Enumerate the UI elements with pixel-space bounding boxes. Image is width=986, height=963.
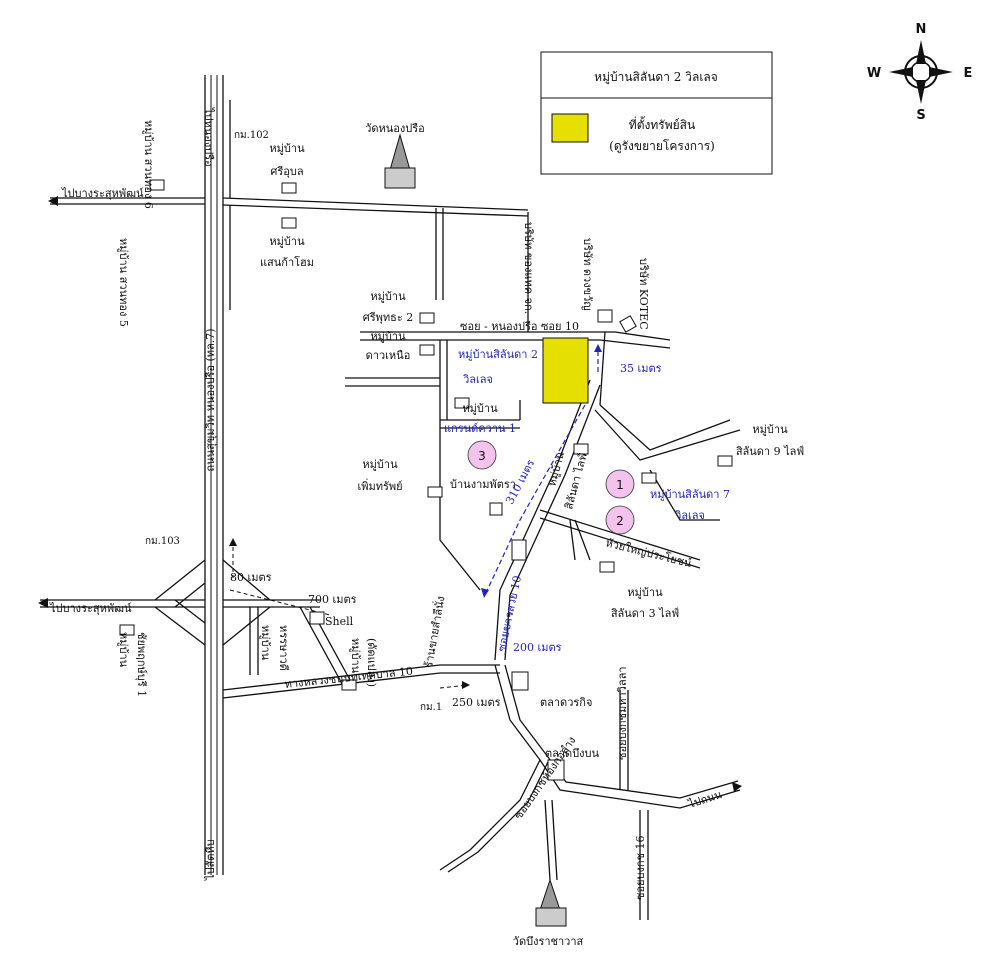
to-bang-saray-1: ไปบางระสุหพัฒน์ <box>61 187 144 200</box>
marker-1: 1 <box>616 478 624 492</box>
silanda-light-1: หมู่บ้าน <box>545 450 567 488</box>
daonuea-1: หมู่บ้าน <box>370 330 406 343</box>
company-sttc: บริษัท ของแทค จก. <box>522 222 535 314</box>
legend: หมู่บ้านสิลันดา 2 วิลเลจ ที่ตั้งทรัพย์สิ… <box>540 51 773 175</box>
sriphutsa-2: ศรีพุทธะ 2 <box>363 311 414 324</box>
daonuea-2: ดาวเหนือ <box>366 349 411 362</box>
km1: กม.1 <box>420 702 442 713</box>
soi-ladder-right2: ซอยบงกช 16 <box>634 836 647 901</box>
silanda2-2: วิลเลจ <box>462 373 493 386</box>
silanda7-2: วิลเลจ <box>674 509 705 522</box>
sri-ubon-1: หมู่บ้าน <box>269 142 305 155</box>
temple-icon-top <box>384 133 416 189</box>
huay-yai: ห้วยใหญ่ประโยชน์ <box>604 535 693 570</box>
talat-warakit: ตลาดวรกิจ <box>540 696 592 709</box>
silanda9-1: หมู่บ้าน <box>752 423 788 436</box>
marker-3: 3 <box>478 449 486 463</box>
compass-e: E <box>964 66 973 81</box>
wat-nong-prue: วัดหนองปรือ <box>365 122 425 135</box>
km102: กม.102 <box>234 130 269 141</box>
chaiyaphruek-2: ชัยพฤกษ์บุรี 1 <box>135 632 148 697</box>
grand-1: หมู่บ้าน <box>462 402 498 415</box>
dist-200: 200 เมตร <box>513 641 562 654</box>
company-kotec: บริษัท KOTEC <box>637 258 650 330</box>
silanda2-1: หมู่บ้านสิลันดา 2 <box>458 348 538 361</box>
silanda-light-2: สิลันดา ไลฟ์ <box>562 452 590 512</box>
silanda9-2: สิลันดา 9 ไลฟ์ <box>736 445 805 458</box>
site-parcel <box>542 337 589 404</box>
soi-nongprue: ซอย - หนองปรือ ซอย 10 <box>460 320 579 333</box>
silanda7-1: หมู่บ้านสิลันดา 7 <box>650 488 730 501</box>
ban-krung: ร้านขายสำลีนั่ง <box>420 595 447 669</box>
moo-ruen-2: หรรษาวดี <box>277 625 290 671</box>
to-nongprue-top: ไปหนองปรือ <box>202 107 215 167</box>
grand-2: แกรนด์ควาน 1 <box>444 422 516 435</box>
km103: กม.103 <box>145 536 180 547</box>
moo-chai-1: หมู่บ้าน <box>349 638 362 674</box>
to-bang-saray-2: ไปบางระสุหพัฒน์ <box>49 602 132 615</box>
talat-bueng-bon: ตลาดบึงบน <box>545 747 600 760</box>
dist-80: 80 เมตร <box>230 571 272 584</box>
shell-label: Shell <box>325 615 354 628</box>
dist-250: 250 เมตร <box>452 696 501 709</box>
silanda3-1: หมู่บ้าน <box>627 586 663 599</box>
route-310m <box>484 404 586 596</box>
moo-ruen-1: หมู่บ้าน <box>259 625 272 661</box>
compass-icon: N S W E <box>867 22 973 123</box>
legend-site-label: ที่ตั้งทรัพย์สิน <box>629 116 695 132</box>
village-icons <box>119 179 733 691</box>
saen-kaew-2: แสนก้าโฮม <box>260 255 314 269</box>
legend-site-sublabel: (ดูรังขยายโครงการ) <box>609 139 715 154</box>
highway-7 <box>204 75 224 875</box>
suan-thong5: หมู่บ้าน สวนทอง 5 <box>117 238 130 327</box>
site-swatch <box>551 113 589 143</box>
saen-kaew-1: หมู่บ้าน <box>269 235 305 248</box>
ban-ngam: บ้านงามพัตรา <box>450 478 516 491</box>
dist-35: 35 เมตร <box>620 362 662 375</box>
dist-700: 700 เมตร <box>308 593 357 606</box>
company-tetc: บริษัท ดวงขวัญ <box>581 238 594 311</box>
route-200m <box>504 611 511 656</box>
to-sattahip-bottom: ไปสัตหีบ <box>204 839 217 881</box>
temple-icon-bottom <box>535 878 567 927</box>
suan-thong6: หมู่บ้าน สวนทอง 6 <box>142 120 155 209</box>
main-highway: ถนนสุขุมวิท-หนองปรือ (ทล.7) <box>204 328 217 471</box>
compass-s: S <box>916 108 925 123</box>
phermsap-1: หมู่บ้าน <box>362 458 398 471</box>
marker-2: 2 <box>616 514 624 528</box>
sri-ubon-2: ศรีอุบล <box>270 165 303 178</box>
moo-chai-2: (ดัดแปลง) <box>365 638 378 687</box>
silanda3-2: สิลันดา 3 ไลฟ์ <box>611 607 680 620</box>
compass-w: W <box>867 66 881 81</box>
compass-n: N <box>916 22 927 37</box>
marker-circles: 1 2 3 <box>467 440 635 535</box>
chaiyaphruek-1: หมู่บ้าน <box>117 632 130 668</box>
phermsap-2: เพิ่มทรัพย์ <box>357 478 402 493</box>
wat-bueng: วัดบึงราชาวาส <box>513 935 584 948</box>
sriphutsa-1: หมู่บ้าน <box>370 290 406 303</box>
soi-ladder-right: ซอยบงกชมหาวิลลา <box>616 666 629 760</box>
legend-title: หมู่บ้านสิลันดา 2 วิลเลจ <box>594 70 718 85</box>
